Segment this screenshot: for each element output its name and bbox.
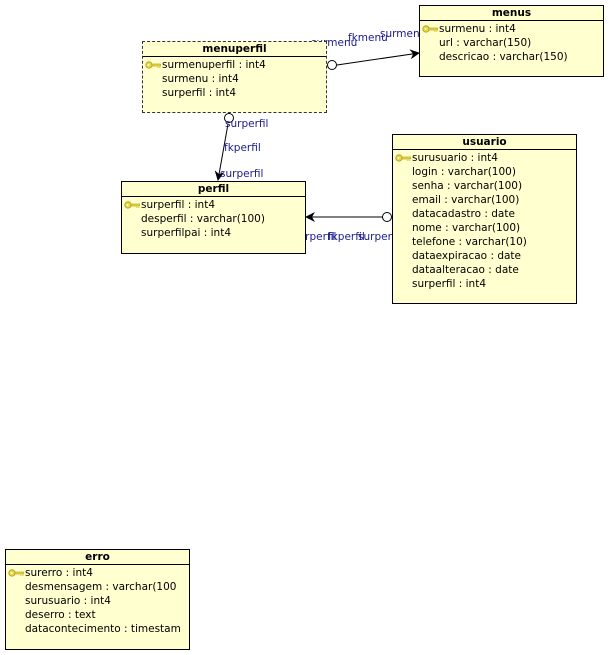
field-row[interactable]: surperfil : int4	[143, 86, 326, 100]
field-text: surperfil : int4	[162, 87, 236, 99]
field-row[interactable]: nome : varchar(100)	[393, 221, 576, 235]
field-text: surusuario : int4	[25, 595, 111, 607]
field-text: surmenu : int4	[439, 23, 516, 35]
relation-usuario-perfil[interactable]	[305, 212, 392, 222]
field-text: desmensagem : varchar(100	[25, 581, 177, 593]
entity-title: menus	[420, 6, 603, 21]
entity-erro[interactable]: erro surerro : int4 desmensagem : varchar…	[5, 549, 190, 650]
field-row-primary-key[interactable]: surmenuperfil : int4	[143, 58, 326, 72]
field-text: surerro : int4	[25, 567, 93, 579]
label-menuperfil-perfil-target: surperfil	[220, 168, 264, 180]
label-menuperfil-menus-fk: fkmenu	[348, 32, 388, 44]
field-text: telefone : varchar(10)	[412, 236, 527, 248]
field-row-primary-key[interactable]: surusuario : int4	[393, 151, 576, 165]
entity-title: usuario	[393, 135, 576, 150]
field-row[interactable]: surperfilpai : int4	[122, 226, 305, 240]
field-row[interactable]: surusuario : int4	[6, 594, 189, 608]
field-text: deserro : text	[25, 609, 96, 621]
field-row[interactable]: surperfil : int4	[393, 277, 576, 291]
field-text: descricao : varchar(150)	[439, 51, 568, 63]
field-text: nome : varchar(100)	[412, 222, 521, 234]
field-text: surperfil : int4	[412, 278, 486, 290]
field-list: surmenu : int4 url : varchar(150) descrica…	[420, 21, 603, 64]
entity-title: erro	[6, 550, 189, 565]
field-text: surmenuperfil : int4	[162, 59, 266, 71]
label-menuperfil-perfil-source: surperfil	[225, 118, 269, 130]
field-text: senha : varchar(100)	[412, 180, 523, 192]
field-text: datacadastro : date	[412, 208, 515, 220]
field-row[interactable]: desmensagem : varchar(100	[6, 580, 189, 594]
field-row[interactable]: surmenu : int4	[143, 72, 326, 86]
field-row[interactable]: senha : varchar(100)	[393, 179, 576, 193]
field-row-primary-key[interactable]: surerro : int4	[6, 566, 189, 580]
primary-key-icon	[422, 25, 438, 33]
entity-perfil[interactable]: perfil surperfil : int4 desperfil : varch…	[121, 181, 306, 254]
field-list: surerro : int4 desmensagem : varchar(100 s…	[6, 565, 189, 636]
field-text: surusuario : int4	[412, 152, 498, 164]
entity-menus[interactable]: menus surmenu : int4 url : varchar(150) de…	[419, 5, 604, 77]
field-list: surmenuperfil : int4 surmenu : int4 surper…	[143, 57, 326, 100]
field-text: datacontecimento : timestam	[25, 623, 181, 635]
field-row[interactable]: email : varchar(100)	[393, 193, 576, 207]
field-row-primary-key[interactable]: surperfil : int4	[122, 198, 305, 212]
label-menuperfil-menus-target: surmenu	[380, 28, 427, 40]
field-row[interactable]: datacontecimento : timestam	[6, 622, 189, 636]
field-text: url : varchar(150)	[439, 37, 532, 49]
entity-title: menuperfil	[143, 42, 326, 57]
field-text: surmenu : int4	[162, 73, 239, 85]
primary-key-icon	[124, 201, 140, 209]
label-usuario-perfil-fk: fkperfil	[328, 231, 365, 243]
field-row[interactable]: telefone : varchar(10)	[393, 235, 576, 249]
field-text: surperfil : int4	[141, 199, 215, 211]
primary-key-icon	[8, 569, 24, 577]
field-text: desperfil : varchar(100)	[141, 213, 265, 225]
field-text: surperfilpai : int4	[141, 227, 232, 239]
entity-usuario[interactable]: usuario surusuario : int4 login : varchar…	[392, 134, 577, 304]
field-row[interactable]: login : varchar(100)	[393, 165, 576, 179]
field-text: dataexpiracao : date	[412, 250, 521, 262]
field-list: surperfil : int4 desperfil : varchar(100)…	[122, 197, 305, 240]
field-text: login : varchar(100)	[412, 166, 516, 178]
field-row-primary-key[interactable]: surmenu : int4	[420, 22, 603, 36]
field-row[interactable]: deserro : text	[6, 608, 189, 622]
primary-key-icon	[395, 154, 411, 162]
entity-menuperfil[interactable]: menuperfil surmenuperfil : int4 surmenu :…	[142, 41, 327, 113]
relation-menuperfil-menus[interactable]	[327, 49, 420, 70]
field-list: surusuario : int4 login : varchar(100) sen…	[393, 150, 576, 291]
field-row[interactable]: desperfil : varchar(100)	[122, 212, 305, 226]
field-text: dataalteracao : date	[412, 264, 519, 276]
field-row[interactable]: dataexpiracao : date	[393, 249, 576, 263]
field-row[interactable]: url : varchar(150)	[420, 36, 603, 50]
primary-key-icon	[145, 61, 161, 69]
label-menuperfil-perfil-fk: fkperfil	[224, 142, 261, 154]
field-text: email : varchar(100)	[412, 194, 520, 206]
field-row[interactable]: dataalteracao : date	[393, 263, 576, 277]
entity-title: perfil	[122, 182, 305, 197]
field-row[interactable]: datacadastro : date	[393, 207, 576, 221]
label-usuario-perfil-source: surperfil	[358, 231, 402, 243]
field-row[interactable]: descricao : varchar(150)	[420, 50, 603, 64]
